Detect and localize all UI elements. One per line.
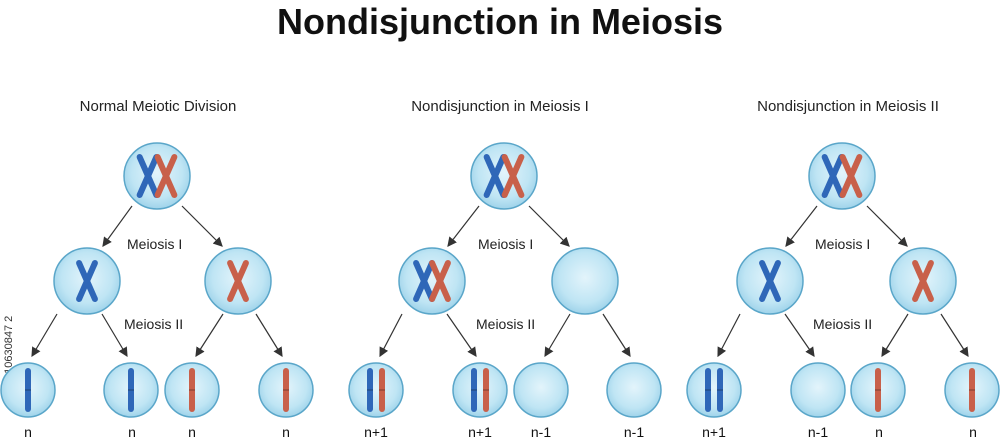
ploidy-label: n — [188, 424, 196, 440]
arrow — [255, 313, 283, 358]
stage-label-meiosis-2: Meiosis II — [124, 316, 184, 332]
ploidy-label: n-1 — [623, 424, 645, 440]
x-chromosome — [154, 154, 178, 198]
diagram-title: Nondisjunction in Meiosis — [276, 1, 723, 42]
arrow — [101, 313, 128, 358]
cell — [790, 362, 846, 418]
chromatid — [717, 368, 723, 412]
x-chromosome — [821, 154, 845, 198]
arrow — [447, 205, 480, 247]
chromatid — [379, 368, 385, 412]
arrow — [717, 313, 741, 358]
arrow — [785, 205, 818, 247]
ploidy-label: n — [282, 424, 290, 440]
chromatid — [471, 368, 477, 412]
arrow — [102, 205, 133, 247]
arrow — [528, 205, 570, 247]
cell — [348, 362, 404, 418]
chromatid — [875, 368, 881, 412]
x-chromosome — [429, 260, 451, 302]
ploidy-label: n — [128, 424, 136, 440]
arrow — [446, 313, 477, 357]
chromatid — [367, 368, 373, 412]
x-chromosome — [759, 260, 781, 302]
chromatid — [128, 368, 134, 412]
stage-label-meiosis-2: Meiosis II — [476, 316, 536, 332]
ploidy-label: n-1 — [530, 424, 552, 440]
x-chromosome — [483, 154, 507, 198]
arrow — [881, 313, 909, 358]
stage-label-meiosis-1: Meiosis I — [815, 236, 871, 252]
cell — [606, 362, 662, 418]
x-chromosome — [76, 260, 98, 302]
x-chromosome — [912, 260, 934, 302]
cell — [808, 142, 876, 210]
arrow — [866, 205, 908, 247]
x-chromosome — [136, 154, 160, 198]
chromatid — [705, 368, 711, 412]
x-chromosome — [413, 260, 435, 302]
cell — [686, 362, 742, 418]
stage-label-meiosis-2: Meiosis II — [813, 316, 873, 332]
cell — [513, 362, 569, 418]
ploidy-label: n+1 — [702, 424, 726, 440]
arrow — [544, 313, 571, 358]
panel-title-normal: Normal Meiotic Division — [79, 98, 237, 115]
ploidy-label: n+1 — [364, 424, 388, 440]
x-chromosome — [839, 154, 863, 198]
chromatid — [189, 368, 195, 412]
cell — [123, 142, 191, 210]
cell — [452, 362, 508, 418]
arrow — [602, 313, 631, 358]
ploidy-label: n+1 — [468, 424, 492, 440]
arrow — [379, 313, 403, 358]
arrow — [940, 313, 969, 358]
ploidy-label: n — [969, 424, 977, 440]
cell — [551, 247, 619, 315]
stage-label-meiosis-1: Meiosis I — [478, 236, 534, 252]
chromatid — [283, 368, 289, 412]
chromatid — [25, 368, 31, 412]
panel-title-meiosis-2: Nondisjunction in Meiosis II — [757, 98, 939, 115]
x-chromosome — [501, 154, 525, 198]
arrow — [181, 205, 223, 247]
stage-label-meiosis-1: Meiosis I — [127, 236, 183, 252]
arrow — [195, 313, 224, 358]
ploidy-label: n — [24, 424, 32, 440]
x-chromosome — [227, 260, 249, 302]
ploidy-label: n-1 — [807, 424, 829, 440]
cell — [398, 247, 466, 315]
arrow — [784, 313, 815, 357]
cell — [470, 142, 538, 210]
chromatid — [483, 368, 489, 412]
panel-title-meiosis-1: Nondisjunction in Meiosis I — [411, 98, 589, 115]
arrow — [31, 313, 58, 358]
chromatid — [969, 368, 975, 412]
ploidy-label: n — [875, 424, 883, 440]
